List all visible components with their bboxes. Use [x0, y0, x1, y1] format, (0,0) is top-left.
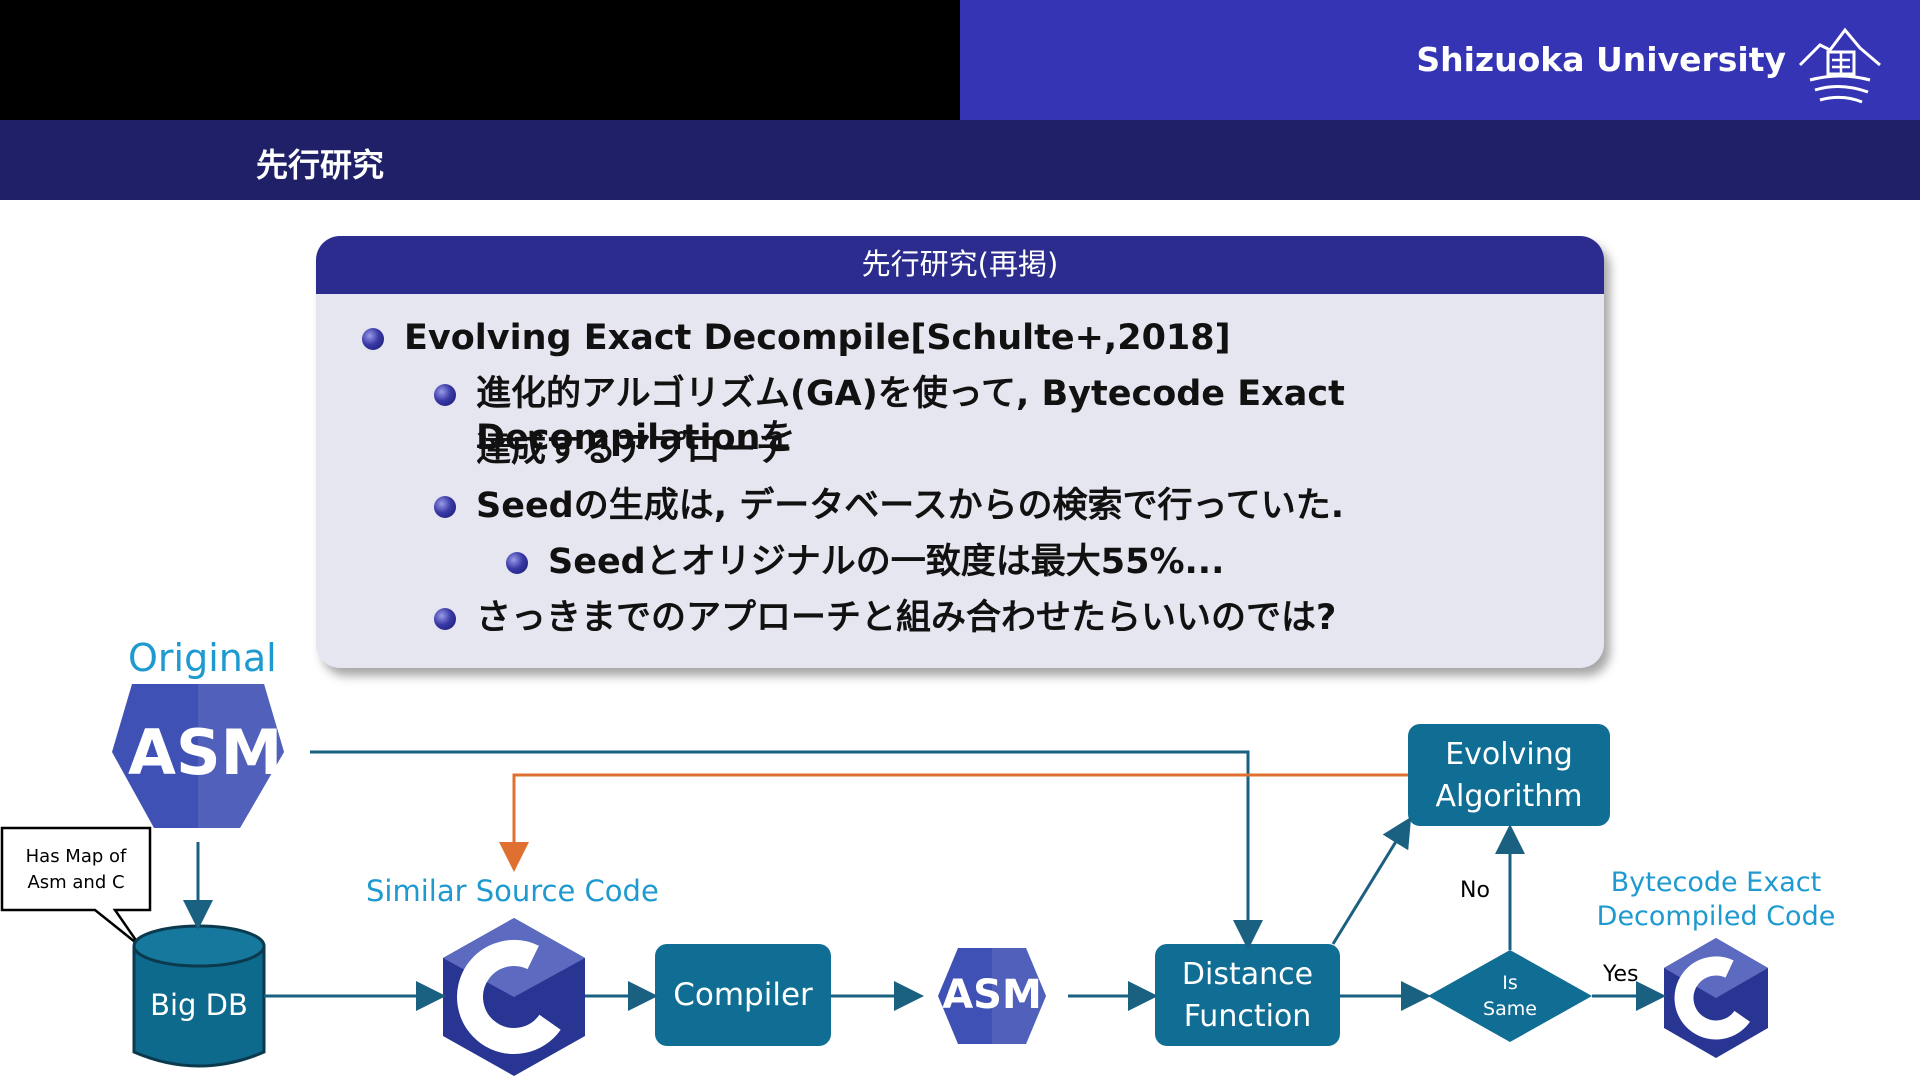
list-item: さっきまでのアプローチと組み合わせたらいいのでは?	[476, 598, 1337, 638]
original-asm-hexagon	[112, 684, 284, 828]
bullet-icon	[434, 608, 456, 630]
list-item: Seedの生成は, データベースからの検索で行っていた.	[476, 486, 1345, 526]
big-db-label: Big DB	[150, 988, 248, 1022]
no-label: No	[1460, 878, 1490, 903]
prior-research-block: 先行研究(再掲) Evolving Exact Decompile[Schult…	[316, 236, 1604, 668]
is-same-label: Is Same	[1483, 972, 1537, 1020]
university-name: Shizuoka University	[1416, 40, 1786, 79]
bullet-icon	[434, 384, 456, 406]
header-left-bar	[0, 0, 960, 120]
distance-function-box	[1155, 944, 1340, 1046]
asm-label: ASM	[128, 716, 283, 789]
result-c-icon	[1664, 938, 1768, 1058]
flow-arrows	[183, 750, 1666, 1011]
list-item: 進化的アルゴリズム(GA)を使って, Bytecode Exact Decomp…	[476, 374, 1345, 458]
list-item: Seedとオリジナルの一致度は最大55%...	[548, 542, 1225, 582]
c-language-icon	[443, 918, 585, 1076]
evolving-algorithm-box	[1408, 724, 1610, 826]
bullet-icon	[362, 328, 384, 350]
big-db-cylinder	[132, 924, 266, 1068]
list-item: Evolving Exact Decompile[Schulte+,2018]	[404, 318, 1231, 358]
bytecode-result-label: Bytecode Exact Decompiled Code	[1596, 867, 1836, 932]
asm2-label: ASM	[942, 972, 1042, 1018]
original-label: Original	[128, 636, 277, 680]
similar-source-label: Similar Source Code	[366, 874, 659, 908]
shizuoka-university-logo-icon	[1798, 27, 1881, 104]
list-item: 達成するアプローチ	[476, 430, 792, 470]
asm-hexagon	[938, 948, 1046, 1044]
feedback-arrow	[499, 773, 1408, 872]
is-same-diamond	[1428, 950, 1592, 1042]
callout-box	[0, 826, 152, 947]
bullet-icon	[434, 496, 456, 518]
compiler-box	[655, 944, 831, 1046]
distance-function-label: Distance Function	[1181, 957, 1314, 1034]
evolving-algorithm-label: Evolving Algorithm	[1435, 737, 1583, 814]
header-right-bar	[960, 0, 1920, 120]
callout-text: Has Map of Asm and C	[25, 846, 127, 893]
bullet-icon	[506, 552, 528, 574]
slide-title: 先行研究	[256, 146, 385, 184]
compiler-label: Compiler	[673, 977, 813, 1013]
slide-title-bar	[0, 120, 1920, 200]
block-heading: 先行研究(再掲)	[316, 236, 1604, 294]
yes-label: Yes	[1603, 962, 1639, 987]
